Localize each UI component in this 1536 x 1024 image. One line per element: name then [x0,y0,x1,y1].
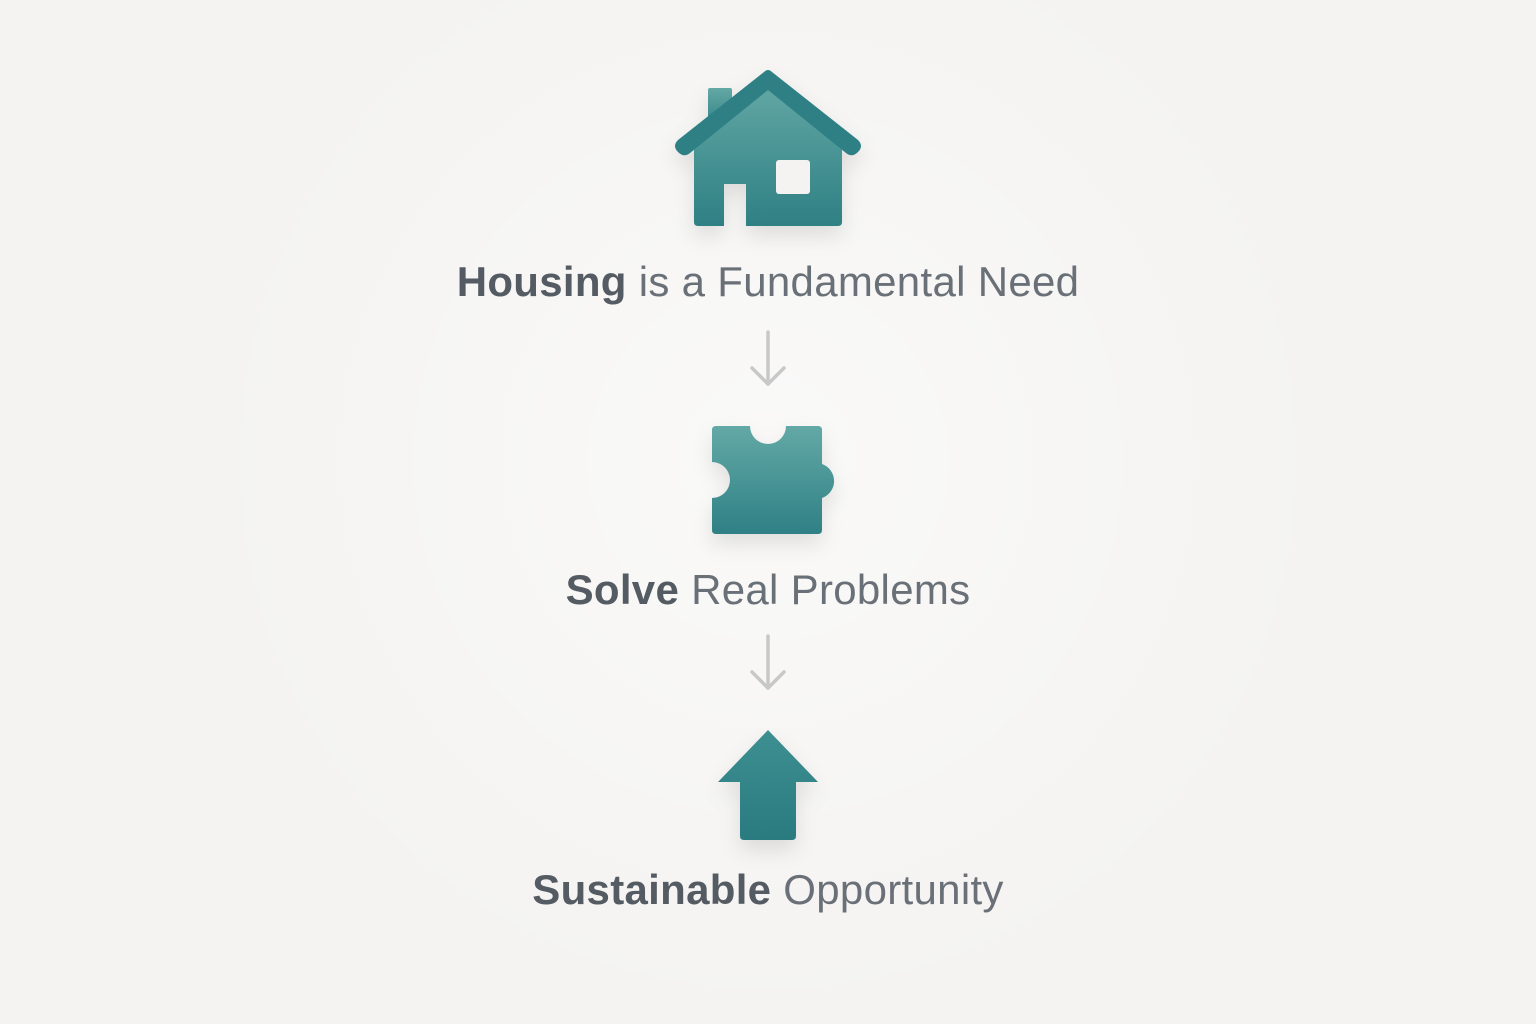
house-icon [675,70,861,226]
step-label-housing: Housing is a Fundamental Need [0,257,1536,307]
step-label-bold: Sustainable [532,866,772,913]
puzzle-piece-icon [712,426,835,534]
step-label-text: is a Fundamental Need [626,258,1080,305]
step-label-text: Opportunity [771,866,1004,913]
step-label-text: Real Problems [679,566,971,613]
step-label-solve: Solve Real Problems [0,565,1536,615]
step-label-bold: Solve [565,566,680,613]
step-label-bold: Housing [456,258,627,305]
down-arrow-icon [750,634,786,690]
up-arrow-icon [718,730,818,840]
down-arrow-icon [750,330,786,386]
step-label-sustainable: Sustainable Opportunity [0,865,1536,915]
